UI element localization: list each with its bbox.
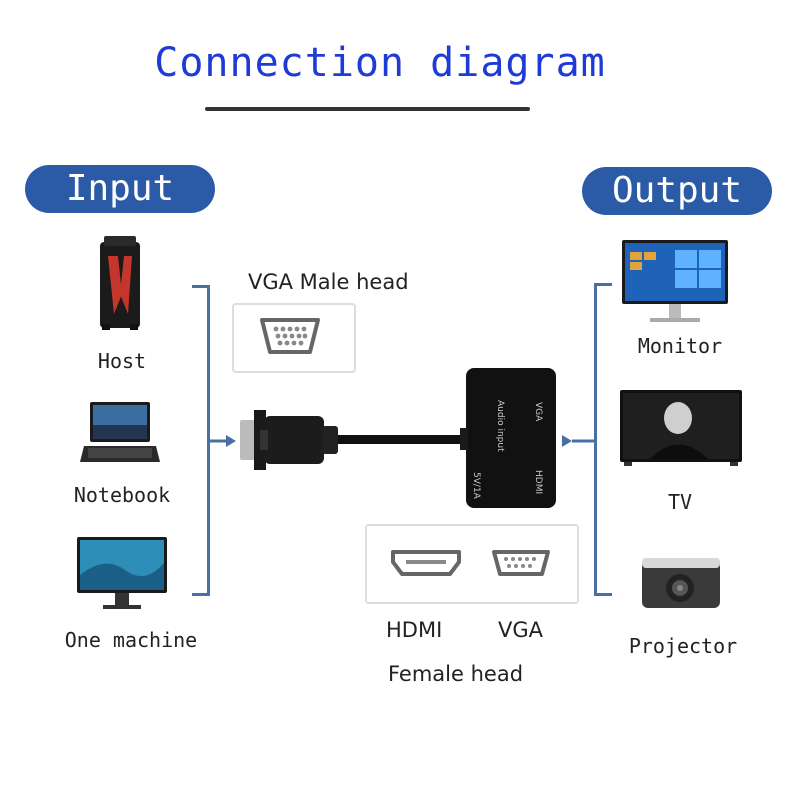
device-label-projector: Projector [628, 634, 738, 658]
vga-female-port-icon [492, 550, 550, 576]
desktop-tower-icon [100, 236, 140, 330]
hdmi-port-icon [391, 550, 461, 576]
adapter-usb-label: 5V/1A [471, 472, 481, 500]
vga-port-label: VGA [498, 618, 544, 642]
vga-male-port-icon [260, 318, 320, 354]
input-section-label: Input [25, 165, 215, 213]
device-label-one-machine: One machine [64, 628, 198, 652]
monitor-icon [622, 240, 728, 322]
adapter-vga-label: VGA [533, 402, 543, 422]
vga-male-head-label: VGA Male head [248, 270, 409, 294]
device-label-tv: TV [667, 490, 693, 514]
hdmi-port-label: HDMI [386, 618, 443, 642]
female-head-callout-box [365, 524, 579, 604]
output-arrow-icon [562, 435, 596, 447]
all-in-one-pc-icon [77, 537, 167, 609]
adapter-cable-icon: Audio input VGA 5V/1A HDMI [240, 368, 556, 508]
output-section-label: Output [582, 167, 772, 215]
adapter-hdmi-label: HDMI [533, 470, 543, 494]
adapter-audio-label: Audio input [495, 400, 505, 452]
device-label-notebook: Notebook [73, 483, 171, 507]
device-label-monitor: Monitor [637, 334, 723, 358]
device-label-host: Host [97, 349, 147, 373]
vga-male-callout-box [232, 303, 356, 373]
laptop-icon [80, 402, 160, 462]
title-underline [205, 107, 530, 111]
female-head-label: Female head [388, 662, 524, 686]
diagram-title: Connection diagram [154, 40, 606, 86]
input-arrow-icon [208, 435, 236, 447]
tv-icon [620, 390, 742, 466]
projector-icon [642, 558, 720, 608]
